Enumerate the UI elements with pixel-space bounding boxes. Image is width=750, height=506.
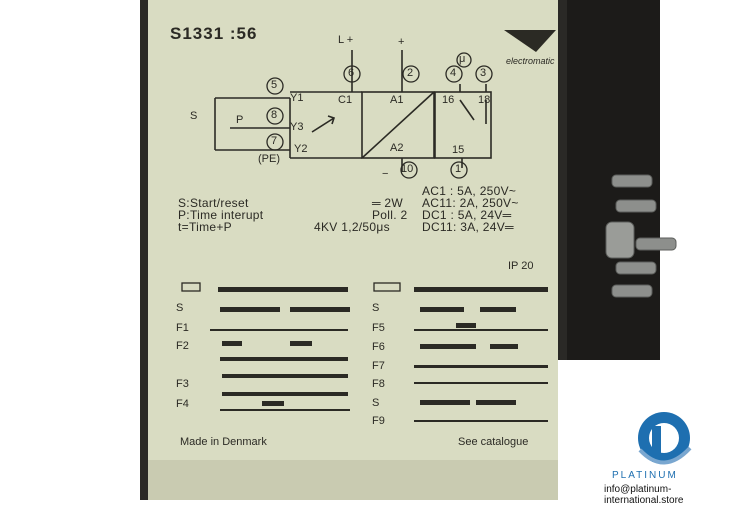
timing-label-right-f8: F8 xyxy=(372,378,385,390)
watermark-name: PLATINUM xyxy=(612,470,678,481)
terminal-3: 3 xyxy=(480,67,487,79)
octal-pins xyxy=(605,174,677,298)
label-s: S xyxy=(190,110,198,122)
spec-right-1: AC1 : 5A, 250V~ xyxy=(422,184,517,198)
terminal-mu: μ xyxy=(459,53,466,65)
spec-right-4: DC11: 3A, 24V═ xyxy=(422,220,514,234)
label-p: P xyxy=(236,114,244,126)
model-number: S1331 :56 xyxy=(170,24,258,43)
terminal-7: 7 xyxy=(271,135,278,147)
timing-diagram-left xyxy=(181,282,350,411)
brand-name: electromatic xyxy=(506,56,555,66)
label-y1: Y1 xyxy=(290,92,304,104)
spec-mid-1: ═ 2W xyxy=(372,196,404,210)
terminal-1: 1 xyxy=(455,163,462,175)
terminal-minus: − xyxy=(382,168,389,180)
terminal-5: 5 xyxy=(271,79,278,91)
brand-logo-icon xyxy=(504,30,556,52)
spec-right-3: DC1 : 5A, 24V═ xyxy=(422,208,512,222)
timing-label-right-f5: F5 xyxy=(372,322,385,334)
terminal-4: 4 xyxy=(450,67,457,79)
timing-label-left-f3: F3 xyxy=(176,378,189,390)
timing-label-right-f7: F7 xyxy=(372,360,385,372)
terminal-plus: + xyxy=(398,36,405,48)
timing-label-left-f4: F4 xyxy=(176,398,189,410)
timing-label-left-f1: F1 xyxy=(176,322,189,334)
label-y3: Y3 xyxy=(290,121,304,133)
spec-right-2: AC11: 2A, 250V~ xyxy=(422,196,519,210)
relay-faceplate xyxy=(148,0,558,500)
spec-left-3: t=Time+P xyxy=(178,220,232,234)
timing-label-right-f9: F9 xyxy=(372,415,385,427)
label-a1: A1 xyxy=(390,94,404,106)
spec-left-1: S:Start/reset xyxy=(178,196,249,210)
timing-label-right-f6: F6 xyxy=(372,341,385,353)
catalogue-label: See catalogue xyxy=(458,436,529,448)
spec-mid-3: 4KV 1,2/50μs xyxy=(314,220,390,234)
label-a2: A2 xyxy=(390,142,404,154)
timing-label-right-s2: S xyxy=(372,397,380,409)
terminal-l-plus: L + xyxy=(338,34,354,46)
terminal-10: 10 xyxy=(401,163,414,175)
label-18: 18 xyxy=(478,94,491,106)
label-c1: C1 xyxy=(338,94,353,106)
terminal-6: 6 xyxy=(348,67,355,79)
timing-label-left-f2: F2 xyxy=(176,340,189,352)
timing-diagram-right xyxy=(373,282,548,422)
ip-rating: IP 20 xyxy=(508,260,534,272)
watermark-email: info@platinum-international.store xyxy=(604,484,684,506)
label-15: 15 xyxy=(452,144,465,156)
label-16: 16 xyxy=(442,94,455,106)
label-y2: Y2 xyxy=(294,143,308,155)
terminal-8: 8 xyxy=(271,109,278,121)
label-pe: (PE) xyxy=(258,153,280,165)
wiring-schematic xyxy=(214,50,492,172)
timing-label-right-s: S xyxy=(372,302,380,314)
made-in-label: Made in Denmark xyxy=(180,436,267,448)
spec-left-2: P:Time interupt xyxy=(178,208,264,222)
terminal-2: 2 xyxy=(407,67,414,79)
timing-label-left-s: S xyxy=(176,302,184,314)
spec-mid-2: Poll. 2 xyxy=(372,208,408,222)
